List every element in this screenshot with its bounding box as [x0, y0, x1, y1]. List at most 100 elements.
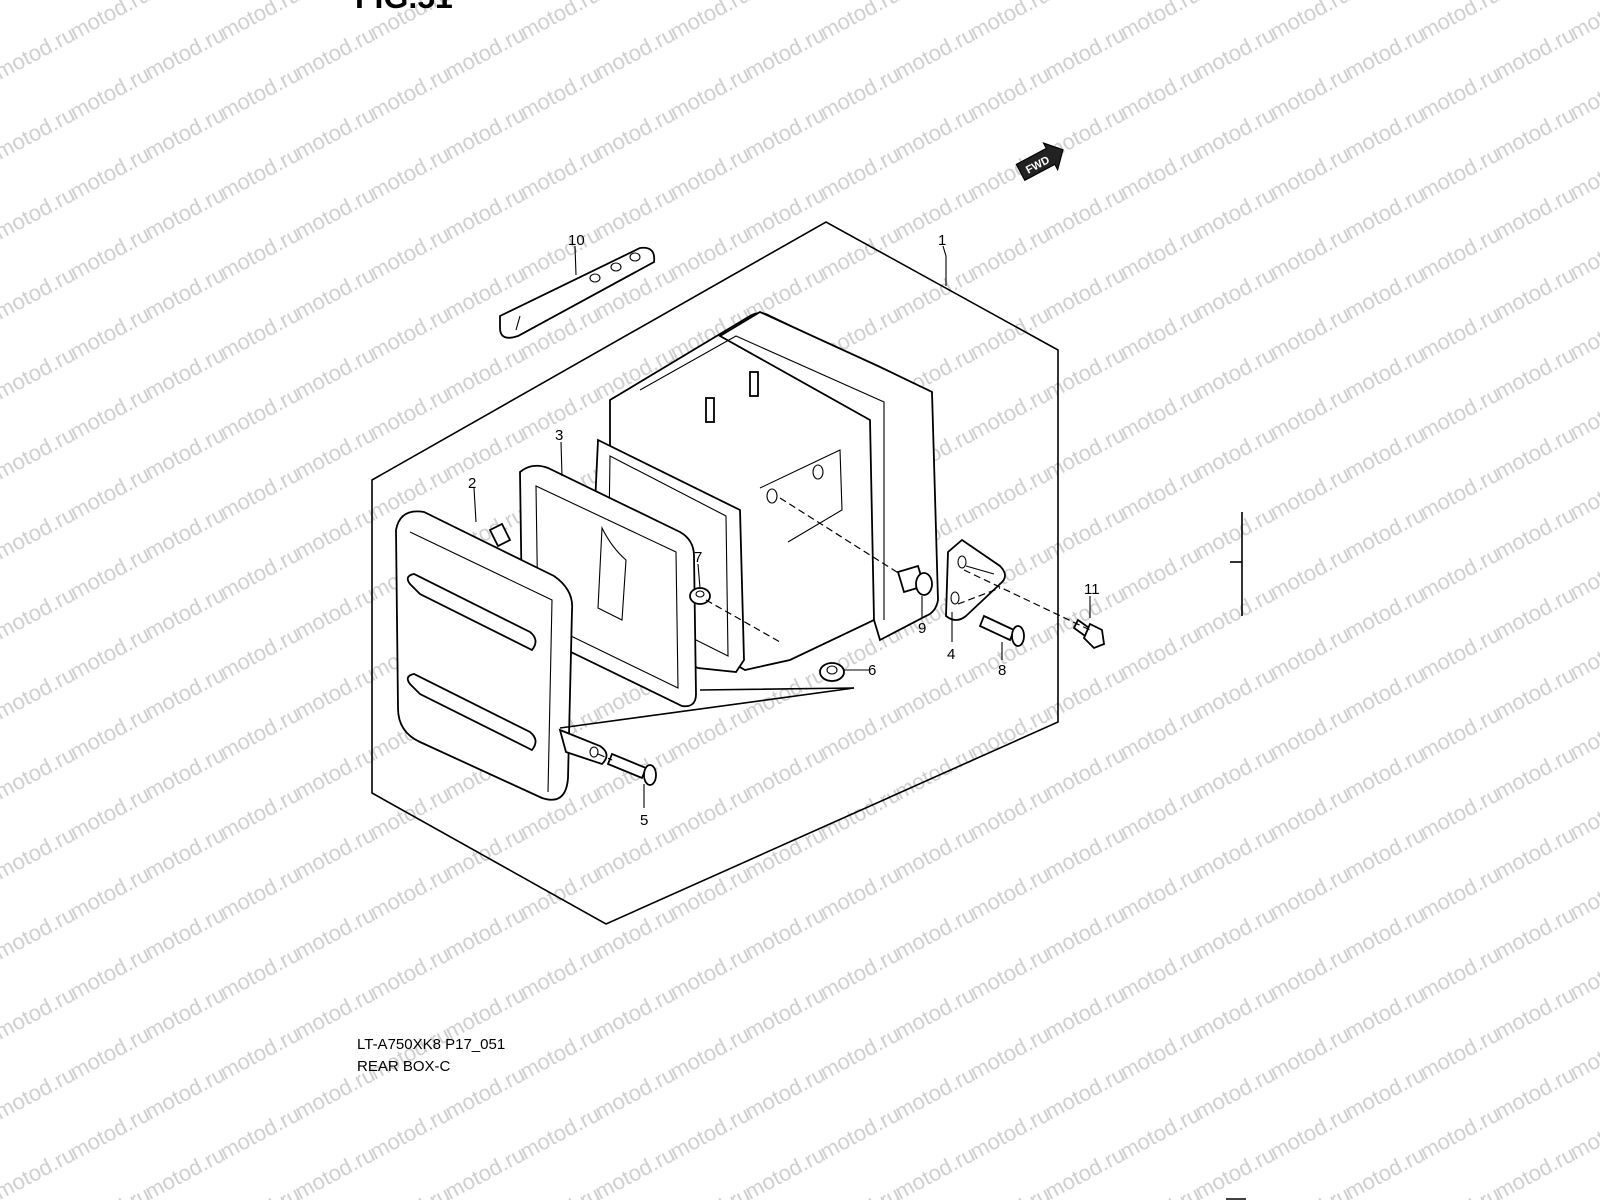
watermark-text: motod.ru [1041, 982, 1129, 1045]
watermark-text: motod.ru [0, 0, 79, 4]
watermark-text: motod.ru [1041, 422, 1129, 485]
diagram-caption: LT-A750XK8 P17_051 REAR BOX-C [357, 1034, 505, 1078]
watermark-text: motod.ru [891, 102, 979, 165]
watermark-text: motod.ru [966, 862, 1054, 925]
watermark-text: motod.ru [141, 1142, 229, 1200]
watermark-text: motod.ru [891, 0, 979, 4]
watermark-text: motod.ru [816, 1102, 904, 1165]
watermark-text: motod.ru [141, 502, 229, 565]
watermark-text: motod.ru [1191, 662, 1279, 725]
align-line-4 [963, 569, 1091, 631]
watermark-text: motod.ru [291, 662, 379, 725]
watermark-text: motod.ru [1491, 422, 1579, 485]
watermark-text: motod.ru [1191, 982, 1279, 1045]
watermark-text: motod.ru [366, 1102, 454, 1165]
part-2-lens [395, 510, 608, 801]
watermark-text: motod.ru [1116, 622, 1204, 685]
watermark-text: motod.ru [1341, 342, 1429, 405]
watermark-text: motod.ru [1041, 182, 1129, 245]
watermark-text: motod.ru [891, 22, 979, 85]
part-label-3: 3 [555, 427, 563, 444]
watermark-text: motod.ru [141, 982, 229, 1045]
watermark-text: motod.ru [1116, 0, 1204, 44]
watermark-text: motod.ru [0, 102, 79, 165]
watermark-text: motod.ru [591, 0, 679, 4]
watermark-text: motod.ru [891, 902, 979, 965]
watermark-text: motod.ru [1041, 662, 1129, 725]
part-7-nut [689, 587, 711, 605]
watermark-text: motod.ru [66, 302, 154, 365]
watermark-text: motod.ru [516, 942, 604, 1005]
watermark-text: motod.ru [366, 62, 454, 125]
watermark-text: motod.ru [516, 62, 604, 125]
watermark-text: motod.ru [966, 1182, 1054, 1200]
part-6-washer [819, 662, 845, 682]
watermark-text: motod.ru [291, 742, 379, 805]
watermark-text: motod.ru [1266, 462, 1354, 525]
watermark-text: motod.ru [966, 62, 1054, 125]
watermark-text: motod.ru [141, 262, 229, 325]
watermark-text: motod.ru [1491, 0, 1579, 4]
watermark-text: motod.ru [1116, 1102, 1204, 1165]
watermark-text: motod.ru [216, 62, 304, 125]
align-line-8 [957, 587, 1001, 605]
watermark-text: motod.ru [366, 222, 454, 285]
watermark-text: motod.ru [141, 422, 229, 485]
watermark-text: motod.ru [291, 102, 379, 165]
assembly-outline [371, 221, 1059, 925]
align-line-7 [705, 599, 781, 643]
watermark-text: motod.ru [141, 742, 229, 805]
watermark-text: motod.ru [516, 1102, 604, 1165]
watermark-text: motod.ru [1416, 0, 1504, 44]
watermark-text: motod.ru [216, 462, 304, 525]
watermark-text: motod.ru [0, 422, 79, 485]
watermark-text: motod.ru [66, 942, 154, 1005]
watermark-text: motod.ru [366, 862, 454, 925]
watermark-text: motod.ru [141, 1062, 229, 1125]
watermark-text: motod.ru [0, 982, 79, 1045]
watermark-text: motod.ru [816, 222, 904, 285]
watermark-text: motod.ru [1416, 782, 1504, 845]
watermark-text: motod.ru [441, 422, 529, 485]
watermark-text: motod.ru [216, 542, 304, 605]
watermark-text: motod.ru [1491, 102, 1579, 165]
watermark-text: motod.ru [1266, 142, 1354, 205]
part-8-screw [978, 614, 1025, 647]
watermark-text: motod.ru [1041, 0, 1129, 4]
watermark-text: motod.ru [1491, 262, 1579, 325]
watermark-text: motod.ru [1416, 1182, 1504, 1200]
watermark-text: motod.ru [816, 702, 904, 765]
watermark-text: motod.ru [1266, 1182, 1354, 1200]
watermark-text: motod.ru [1266, 942, 1354, 1005]
watermark-text: motod.ru [441, 102, 529, 165]
watermark-text: motod.ru [1041, 502, 1129, 565]
watermark-text: motod.ru [216, 862, 304, 925]
watermark-text: motod.ru [216, 942, 304, 1005]
watermark-text: motod.ru [966, 382, 1054, 445]
watermark-text: motod.ru [816, 0, 904, 44]
watermark-text: motod.ru [1041, 1142, 1129, 1200]
watermark-text: motod.ru [1116, 462, 1204, 525]
watermark-text: motod.ru [141, 182, 229, 245]
watermark-text: motod.ru [1191, 342, 1279, 405]
watermark-text: motod.ru [1341, 182, 1429, 245]
watermark-text: motod.ru [291, 902, 379, 965]
watermark-text: motod.ru [216, 302, 304, 365]
watermark-text: motod.ru [0, 822, 79, 885]
watermark-text: motod.ru [1416, 622, 1504, 685]
watermark-text: motod.ru [1191, 182, 1279, 245]
watermark-text: motod.ru [1116, 382, 1204, 445]
watermark-text: motod.ru [291, 502, 379, 565]
watermark-text: motod.ru [66, 1102, 154, 1165]
watermark-text: motod.ru [1041, 262, 1129, 325]
watermark-text: motod.ru [1341, 982, 1429, 1045]
watermark-text: motod.ru [1266, 62, 1354, 125]
watermark-text: motod.ru [1341, 262, 1429, 325]
part-label-11: 11 [1084, 581, 1100, 598]
watermark-text: motod.ru [0, 1062, 79, 1125]
watermark-text: motod.ru [0, 262, 79, 325]
part-label-5: 5 [640, 812, 648, 829]
watermark-text: motod.ru [666, 1182, 754, 1200]
part-label-6: 6 [868, 662, 876, 679]
convergence-lines [559, 687, 855, 729]
